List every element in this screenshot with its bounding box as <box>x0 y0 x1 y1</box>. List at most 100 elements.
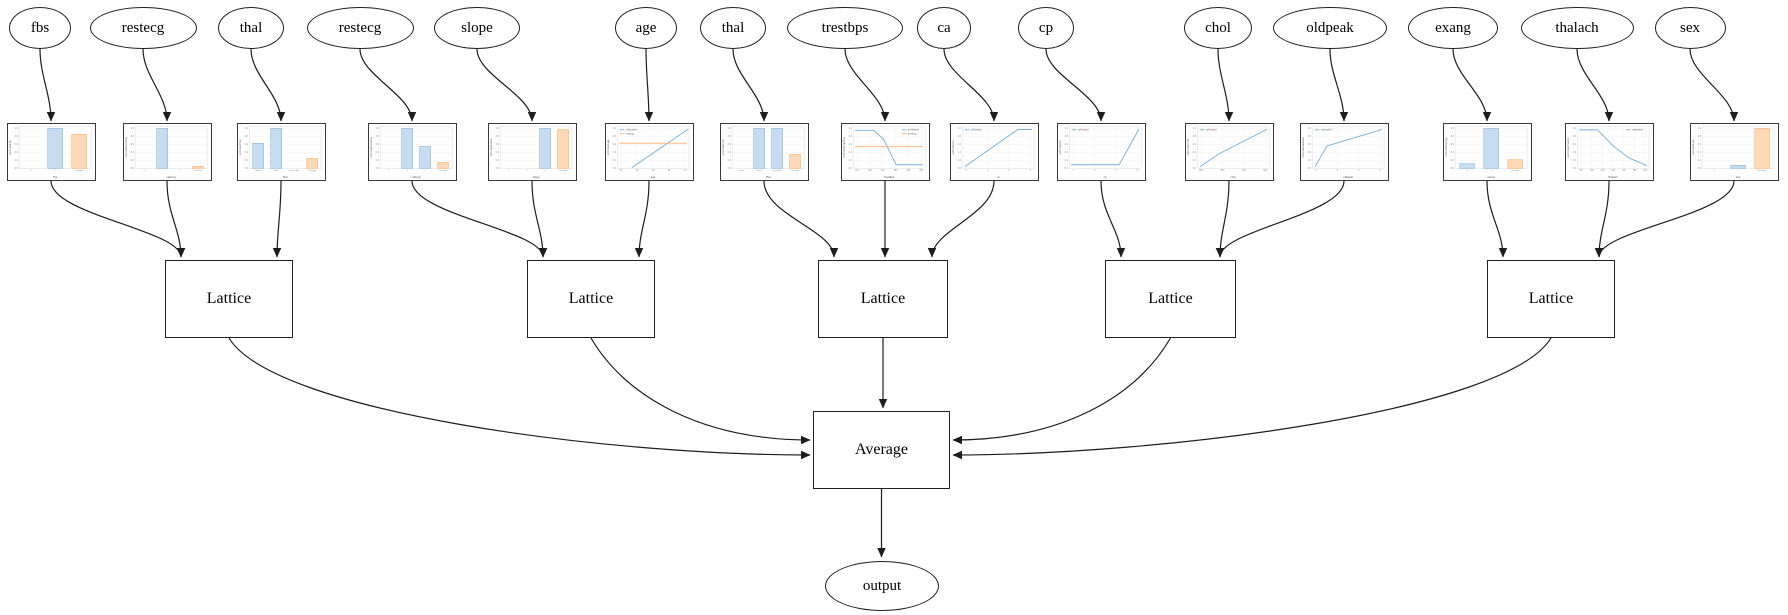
y-tick-label: 0.6 <box>1064 144 1068 146</box>
x-tick-label: reversible <box>772 169 783 172</box>
y-tick-label: 1.0 <box>375 128 379 130</box>
y-tick-label: 1.0 <box>1192 128 1196 130</box>
y-tick-label: 0.0 <box>244 168 248 170</box>
input-node-slope: slope <box>434 7 520 49</box>
y-tick-label: 0.0 <box>495 168 499 170</box>
x-axis-label: fbs <box>53 175 57 179</box>
y-tick-label: 0.2 <box>130 160 134 162</box>
y-tick-label: 0.0 <box>957 168 961 170</box>
x-tick-label: 30 <box>619 170 622 172</box>
x-tick-label: 180 <box>906 170 911 172</box>
y-tick-label: 1.0 <box>14 128 18 130</box>
y-tick-label: 0.4 <box>612 152 616 154</box>
y-axis-label: calibrated cp <box>1059 140 1062 155</box>
x-tick-label: 4 <box>1136 170 1138 172</box>
y-tick-label: 0.8 <box>244 136 248 138</box>
y-tick-label: 0.0 <box>1064 168 1068 170</box>
x-tick-label: reversible <box>289 169 300 172</box>
edge-input-exang-to-chart-12 <box>1452 48 1492 122</box>
x-tick-label: 70 <box>683 170 686 172</box>
y-axis-label: calibrated restecg <box>370 137 373 158</box>
edge-chart-ca-to-lattice-3 <box>927 180 995 258</box>
y-tick-label: 0.4 <box>375 152 379 154</box>
x-tick-label: 1 <box>508 170 510 172</box>
y-tick-label: 0.2 <box>1450 160 1454 162</box>
y-tick-label: 0.2 <box>1064 160 1068 162</box>
output-node: output <box>825 561 939 611</box>
x-tick-label: 120 <box>867 170 872 172</box>
bar-blue-0 <box>1458 163 1475 169</box>
x-tick-label: 1 <box>54 170 56 172</box>
x-axis-label: age <box>650 176 655 179</box>
edge-chart-slope-to-lattice-2 <box>531 180 548 258</box>
x-tick-label: 0 <box>1315 170 1317 172</box>
y-tick-label: 0.6 <box>244 144 248 146</box>
edge-chart-fbs-to-lattice-1 <box>50 180 186 258</box>
x-tick-label: 0 <box>30 170 32 172</box>
bar-blue-normal <box>251 142 264 169</box>
edge-lattice-2-to-average <box>590 337 811 445</box>
y-tick-label: 0.2 <box>1697 160 1701 162</box>
plot-area <box>1196 126 1269 169</box>
y-tick-label: 0.6 <box>1450 144 1454 146</box>
y-tick-label: 1.0 <box>1697 128 1701 130</box>
y-tick-label: 0.8 <box>848 136 852 138</box>
legend-label-calibrated: calibrated <box>907 129 919 132</box>
y-tick-label: 0.4 <box>1450 152 1454 154</box>
x-tick-label: normal <box>254 169 262 172</box>
line-series-calibrated <box>964 129 1032 167</box>
y-tick-label: 0.0 <box>1450 168 1454 170</box>
x-tick-label: 1 <box>406 170 408 172</box>
y-tick-label: 0.2 <box>727 160 731 162</box>
plot-area <box>134 126 207 169</box>
bar-orange-missing <box>788 154 801 169</box>
x-tick-label: 2 <box>526 170 528 172</box>
x-tick-label: 6 <box>1379 170 1381 172</box>
plot-area <box>852 126 925 169</box>
x-tick-label: 0 <box>1713 170 1715 172</box>
x-tick-label: 1 <box>1072 170 1074 172</box>
bar-blue-fixed <box>752 128 765 169</box>
x-tick-label: fixed <box>756 170 762 172</box>
edge-input-thal-to-chart-2 <box>250 48 286 122</box>
x-axis-label: trestbps <box>883 175 894 179</box>
y-tick-label: 0.8 <box>130 136 134 138</box>
x-tick-label: 200 <box>919 170 924 172</box>
bar-blue-3 <box>538 128 551 169</box>
x-tick-label: 4 <box>1358 170 1360 172</box>
edge-input-thal-to-chart-6 <box>732 48 769 122</box>
y-tick-label: 1.0 <box>1572 128 1576 130</box>
y-tick-label: 0.6 <box>1192 144 1196 146</box>
bar-orange-missing <box>1506 159 1523 169</box>
legend-label-calibrated: calibrated <box>1631 129 1643 132</box>
y-tick-label: 1.0 <box>1064 128 1068 130</box>
y-tick-label: 0.6 <box>130 144 134 146</box>
x-tick-label: 300 <box>1220 170 1225 172</box>
x-tick-label: 1 <box>1490 170 1492 172</box>
plot-area <box>1068 126 1141 169</box>
y-tick-label: 0.2 <box>495 160 499 162</box>
lattice-node-4: Lattice <box>1105 260 1236 338</box>
edge-input-sex-to-chart-14 <box>1689 48 1739 122</box>
legend-label-missing: missing <box>907 133 916 136</box>
x-tick-label: 160 <box>893 170 898 172</box>
edge-lattice-1-to-average <box>228 337 811 460</box>
y-tick-label: 0.2 <box>1307 160 1311 162</box>
x-tick-label: 50 <box>651 170 654 172</box>
edge-lattice-5-to-average <box>952 337 1552 460</box>
x-tick-label: missing <box>559 170 567 172</box>
y-tick-label: 0.8 <box>1192 136 1196 138</box>
input-node-restecg: restecg <box>89 7 197 49</box>
x-tick-label: normal <box>737 169 745 172</box>
